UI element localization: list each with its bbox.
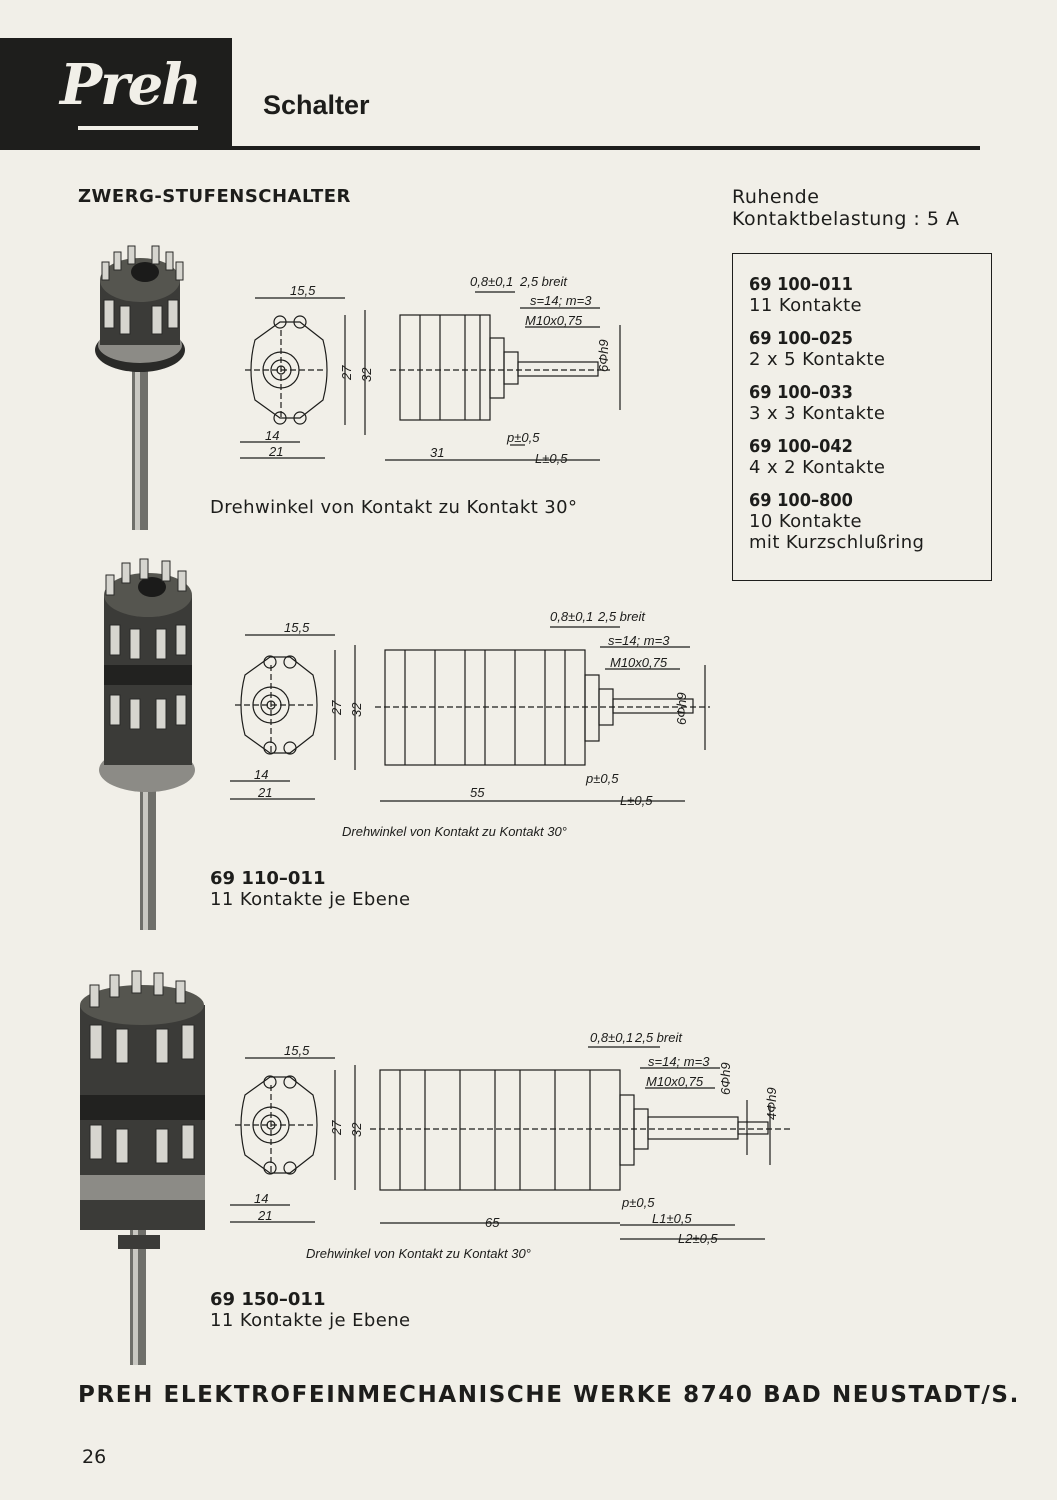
dim-14: 14	[254, 1191, 268, 1206]
dim-top1: 0,8±0,1	[550, 609, 593, 624]
dim-thread: M10x0,75	[610, 655, 668, 670]
dim-27: 27	[329, 700, 344, 716]
product-code: 69 150–011	[210, 1289, 326, 1310]
dim-shaft2: 4Φh9	[764, 1087, 779, 1120]
product-3-label: 69 150–011 11 Kontakte je Ebene	[210, 1289, 410, 1331]
switch-photo-3	[80, 970, 205, 1365]
dim-21: 21	[257, 785, 272, 800]
dim-top2: 2,5 breit	[519, 274, 568, 289]
header-rule	[232, 146, 980, 150]
logo-text: Preh	[60, 52, 202, 118]
dim-L1: L1±0,5	[652, 1211, 692, 1226]
dim-s: s=14; m=3	[608, 633, 670, 648]
caption-2: Drehwinkel von Kontakt zu Kontakt 30°	[342, 824, 567, 839]
dim-length: 31	[430, 445, 444, 460]
preh-logo: Preh	[0, 38, 232, 150]
dim-top1: 0,8±0,1	[470, 274, 513, 289]
dim-top2: 2,5 breit	[634, 1030, 683, 1045]
contact-load: Ruhende Kontaktbelastung : 5 A	[732, 186, 960, 230]
caption-3: Drehwinkel von Kontakt zu Kontakt 30°	[306, 1246, 531, 1261]
variant-code: 69 100–011	[749, 274, 853, 295]
dim-32: 32	[359, 367, 374, 382]
dim-32: 32	[349, 702, 364, 717]
dim-L: L±0,5	[620, 793, 653, 808]
dim-L2: L2±0,5	[678, 1231, 718, 1246]
dim-s: s=14; m=3	[530, 293, 592, 308]
dim-15-5: 15,5	[284, 1043, 310, 1058]
caption-1: Drehwinkel von Kontakt zu Kontakt 30°	[210, 497, 578, 518]
dim-top1: 0,8±0,1	[590, 1030, 633, 1045]
dim-thread: M10x0,75	[525, 313, 583, 328]
dim-L: L±0,5	[535, 451, 568, 466]
dim-14: 14	[265, 428, 279, 443]
dim-thread: M10x0,75	[646, 1074, 704, 1089]
logo-underline	[78, 126, 198, 130]
dim-p: p±0,5	[506, 430, 540, 445]
dim-p: p±0,5	[585, 771, 619, 786]
dim-p: p±0,5	[621, 1195, 655, 1210]
contact-load-line1: Ruhende	[732, 186, 820, 208]
page-title: Schalter	[263, 90, 370, 120]
product-desc: 11 Kontakte je Ebene	[210, 889, 411, 910]
dim-shaft: 6Φh9	[674, 692, 689, 725]
dim-15-5: 15,5	[284, 620, 310, 635]
product-desc: 11 Kontakte je Ebene	[210, 1310, 411, 1331]
variant-code: 69 100–800	[749, 490, 853, 511]
company-footer: PREH ELEKTROFEINMECHANISCHE WERKE 8740 B…	[78, 1382, 1020, 1408]
dimension-drawing-1: 15,5 27 32 14 21 31 p±0,5 L±0,5 0,8±0,1 …	[240, 274, 621, 466]
dim-21: 21	[268, 444, 283, 459]
dim-length: 55	[470, 785, 485, 800]
switch-photo-2	[99, 558, 195, 930]
contact-load-line2: Kontaktbelastung : 5 A	[732, 208, 960, 230]
variant-code: 69 100–033	[749, 382, 853, 403]
switch-photo-1	[95, 245, 185, 530]
variant-desc: 4 x 2 Kontakte	[749, 457, 886, 478]
variant-list: 69 100–011 11 Kontakte 69 100–025 2 x 5 …	[749, 274, 924, 565]
dim-27: 27	[329, 1120, 344, 1136]
variant-desc: 3 x 3 Kontakte	[749, 403, 886, 424]
variant-code: 69 100–025	[749, 328, 853, 349]
variant-box: 69 100–011 11 Kontakte 69 100–025 2 x 5 …	[732, 253, 992, 581]
dim-length: 65	[485, 1215, 500, 1230]
dim-32: 32	[349, 1122, 364, 1137]
dim-27: 27	[339, 365, 354, 381]
variant-code: 69 100–042	[749, 436, 853, 457]
dim-top2: 2,5 breit	[597, 609, 646, 624]
dimension-drawing-3: 15,5 27 32 14 21 65 p±0,5 L1±0,5 L2±0,5 …	[230, 1030, 790, 1246]
product-2-label: 69 110–011 11 Kontakte je Ebene	[210, 868, 410, 910]
page-number: 26	[82, 1446, 107, 1468]
variant-desc: 2 x 5 Kontakte	[749, 349, 886, 370]
variant-desc: 10 Kontakte mit Kurzschlußring	[749, 511, 925, 553]
dim-s: s=14; m=3	[648, 1054, 710, 1069]
dim-shaft: 6Φh9	[596, 339, 611, 372]
dimension-drawing-2: 15,5 27 32 14 21 55 p±0,5 L±0,5 0,8±0,1 …	[230, 609, 710, 808]
dim-21: 21	[257, 1208, 272, 1223]
product-code: 69 110–011	[210, 868, 326, 889]
dim-shaft: 6Φh9	[718, 1062, 733, 1095]
dim-15-5: 15,5	[290, 283, 316, 298]
variant-desc: 11 Kontakte	[749, 295, 862, 316]
section-title: ZWERG-STUFENSCHALTER	[78, 186, 351, 207]
dim-14: 14	[254, 767, 268, 782]
